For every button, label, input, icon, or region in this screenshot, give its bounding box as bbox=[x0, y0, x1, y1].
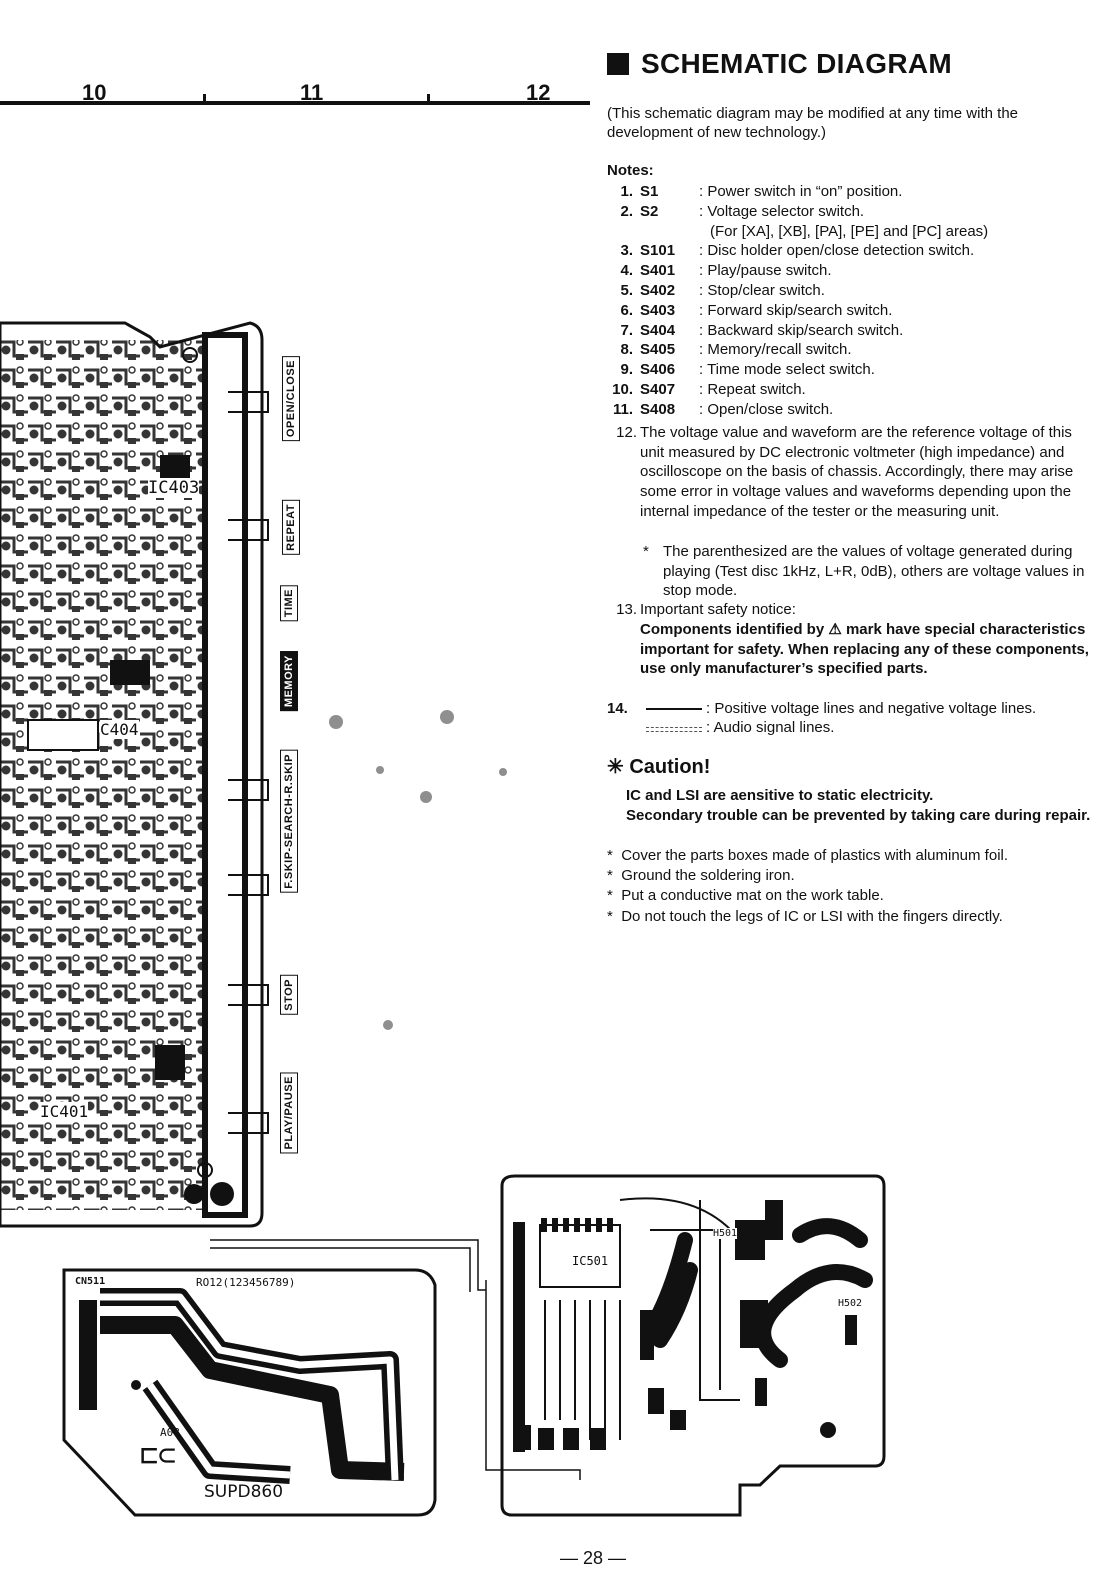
note-switch-id: S403 bbox=[640, 301, 676, 319]
solid-line-legend-icon bbox=[646, 708, 702, 710]
note-14-line2: : Audio signal lines. bbox=[706, 719, 835, 736]
pcb-label-supd860: SUPD860 bbox=[204, 1482, 284, 1502]
note-14-number: 14. bbox=[607, 700, 628, 717]
note-description: : Stop/clear switch. bbox=[699, 282, 825, 299]
pcb-label-a08: A08 bbox=[160, 1426, 180, 1439]
caution-item-text: Ground the soldering iron. bbox=[621, 867, 795, 885]
ruler-label-11: 11 bbox=[300, 80, 324, 105]
caution-item-text: Put a conductive mat on the work table. bbox=[621, 887, 884, 905]
ruler-label-12: 12 bbox=[526, 80, 551, 105]
note-13-text: Components identified by ⚠ mark have spe… bbox=[640, 620, 1092, 679]
note-switch-id: S404 bbox=[640, 321, 676, 339]
switch-label-play-pause: PLAY/PAUSE bbox=[280, 1072, 298, 1154]
note-number: 2. bbox=[620, 202, 633, 220]
switch-label-memory: MEMORY bbox=[280, 651, 298, 712]
pcb-label-cn511: CN511 bbox=[75, 1276, 106, 1287]
note-description: : Disc holder open/close detection switc… bbox=[699, 242, 975, 260]
note-description: : Repeat switch. bbox=[699, 381, 806, 398]
note-13-number: 13. bbox=[616, 601, 637, 618]
note-switch-id: S2 bbox=[640, 202, 659, 220]
note-switch-id: S405 bbox=[640, 341, 676, 359]
asterisk-bullet-icon: * bbox=[607, 907, 613, 925]
note-14-line1: : Positive voltage lines and negative vo… bbox=[706, 700, 1037, 717]
notes-heading: Notes: bbox=[607, 162, 654, 179]
note-switch-id: S1 bbox=[640, 183, 659, 200]
caution-title: ✳ Caution! bbox=[607, 756, 711, 778]
ruler-line bbox=[0, 101, 590, 105]
ruler-tick bbox=[203, 94, 206, 104]
pcb-label-h501: H501 bbox=[713, 1228, 738, 1239]
note-12-text: The voltage value and waveform are the r… bbox=[640, 424, 1074, 520]
note-description: : Time mode select switch. bbox=[699, 361, 875, 379]
pcb-label-ic401: IC401 bbox=[40, 1102, 89, 1121]
page-number: — 28 — bbox=[560, 1548, 627, 1568]
note-number: 6. bbox=[620, 301, 633, 319]
note-switch-id: S101 bbox=[640, 242, 676, 260]
note-number: 9. bbox=[620, 361, 633, 379]
caution-item: * Put a conductive mat on the work table… bbox=[607, 886, 884, 906]
pcb-label-c404: C404 bbox=[100, 720, 139, 739]
title-text: SCHEMATIC DIAGRAM bbox=[641, 48, 953, 79]
note-12-number: 12. bbox=[616, 424, 637, 441]
asterisk-bullet-icon: * bbox=[607, 887, 613, 905]
note-number: 7. bbox=[620, 321, 633, 339]
note-13-heading: Important safety notice: bbox=[640, 601, 796, 618]
note-description: (For [XA], [XB], [PA], [PE] and [PC] are… bbox=[710, 222, 989, 240]
ruler-label-10: 10 bbox=[82, 80, 107, 105]
caution-item: * Cover the parts boxes made of plastics… bbox=[607, 846, 1008, 866]
note-13-text-a: Components identified by bbox=[640, 621, 825, 638]
note-description: : Open/close switch. bbox=[699, 400, 834, 418]
caution-line2: Secondary trouble can be prevented by ta… bbox=[626, 807, 1091, 824]
note-description: : Power switch in “on” position. bbox=[699, 183, 903, 200]
note-number: 11. bbox=[612, 400, 633, 418]
intro-text: (This schematic diagram may be modified … bbox=[607, 105, 1018, 141]
note-description: : Backward skip/search switch. bbox=[699, 321, 904, 339]
title-square-icon bbox=[607, 53, 629, 75]
asterisk-bullet-icon: * bbox=[607, 847, 613, 864]
caution-item: * Do not touch the legs of IC or LSI wit… bbox=[607, 907, 1003, 927]
note-description: : Voltage selector switch. bbox=[699, 202, 865, 220]
caution-line1: IC and LSI are aensitive to static elect… bbox=[626, 787, 934, 804]
note-number: 3. bbox=[620, 242, 633, 260]
caution-item: * Ground the soldering iron. bbox=[607, 866, 795, 886]
pcb-label-ic403: IC403 bbox=[148, 478, 200, 498]
note-switch-id: S407 bbox=[640, 381, 676, 398]
pcb-label-h502: H502 bbox=[838, 1298, 863, 1309]
note-number: 5. bbox=[620, 282, 633, 299]
audio-line-legend-icon bbox=[646, 727, 702, 732]
note-13-text-b: mark have special characteristics import… bbox=[640, 621, 1089, 678]
note-number: 4. bbox=[620, 262, 633, 280]
note-12-subnote: The parenthesized are the values of volt… bbox=[663, 543, 1085, 600]
switch-label-skip-search: F.SKIP-SEARCH-R.SKIP bbox=[280, 750, 298, 893]
ruler-tick bbox=[427, 94, 430, 104]
switch-label-time: TIME bbox=[280, 585, 298, 622]
note-switch-id: S402 bbox=[640, 282, 676, 299]
note-number: 8. bbox=[620, 341, 633, 359]
note-description: : Play/pause switch. bbox=[699, 262, 832, 280]
section-title: SCHEMATIC DIAGRAM bbox=[607, 48, 952, 80]
note-switch-id: S406 bbox=[640, 361, 676, 379]
asterisk-bullet-icon: * bbox=[607, 867, 613, 885]
switch-label-open-close: OPEN/CLOSE bbox=[282, 356, 300, 442]
switch-label-stop: STOP bbox=[280, 975, 298, 1015]
note-description: : Forward skip/search switch. bbox=[699, 301, 893, 319]
note-number: 10. bbox=[612, 381, 633, 398]
fcc-logo: ⊏⊂ bbox=[140, 1438, 177, 1473]
caution-item-text: Cover the parts boxes made of plastics w… bbox=[621, 847, 1009, 864]
pcb-label-ro12: RO12(123456789) bbox=[196, 1276, 296, 1289]
note-switch-id: S408 bbox=[640, 400, 676, 418]
caution-item-text: Do not touch the legs of IC or LSI with … bbox=[621, 907, 1003, 925]
note-switch-id: S401 bbox=[640, 262, 676, 280]
warning-triangle-icon: ⚠ bbox=[828, 621, 842, 638]
pcb-label-ic501: IC501 bbox=[572, 1254, 609, 1268]
switch-label-repeat: REPEAT bbox=[282, 500, 300, 555]
note-12-star: * bbox=[643, 543, 649, 560]
note-description: : Memory/recall switch. bbox=[699, 341, 852, 359]
note-number: 1. bbox=[620, 183, 633, 200]
